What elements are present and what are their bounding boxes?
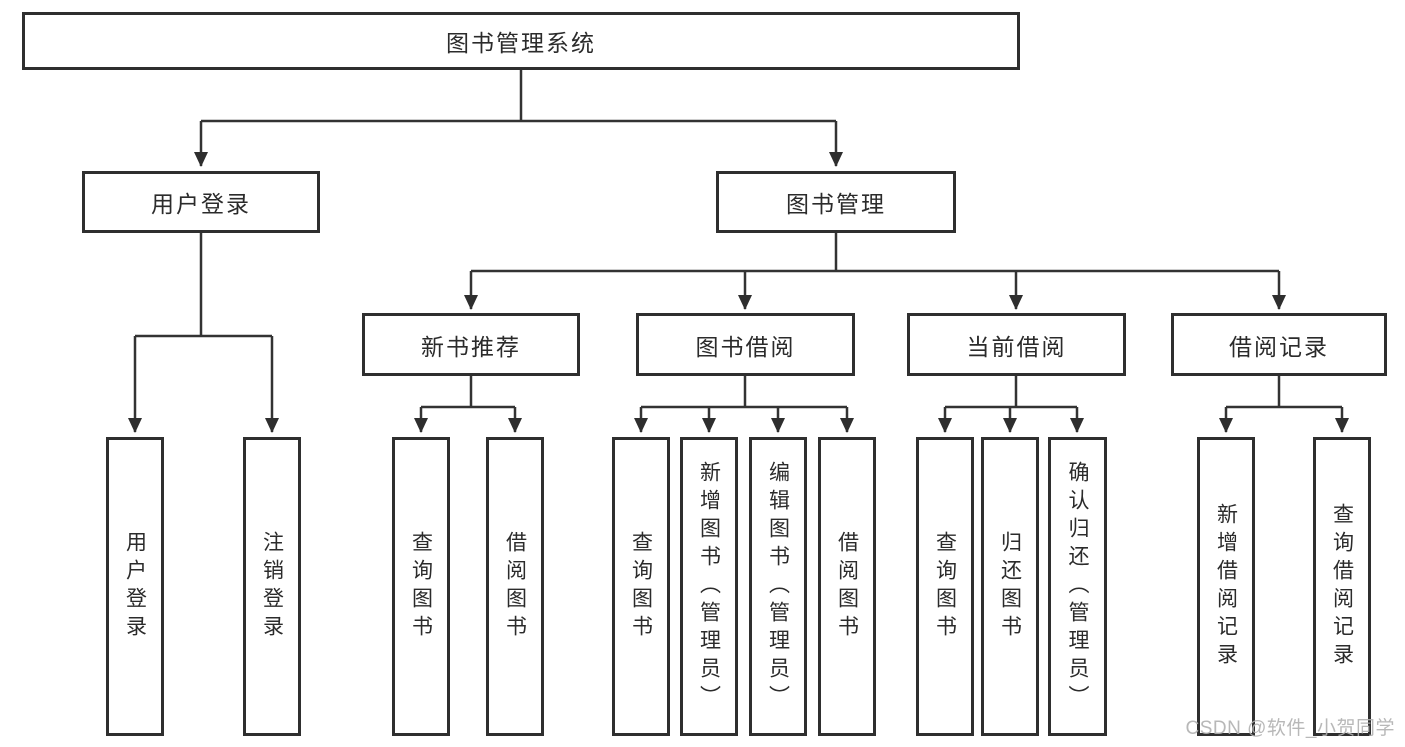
node-current-borrow: 当前借阅 bbox=[907, 313, 1126, 376]
node-book-borrow-label: 图书借阅 bbox=[695, 333, 796, 360]
node-user-login: 用户登录 bbox=[82, 171, 320, 233]
leaf-add-books-admin-label: 新增图书（管理员） bbox=[697, 460, 721, 713]
node-root: 图书管理系统 bbox=[22, 12, 1020, 70]
node-user-login-label: 用户登录 bbox=[151, 191, 251, 217]
leaf-return-books: 归还图书 bbox=[981, 437, 1039, 736]
leaf-return-books-label: 归还图书 bbox=[998, 530, 1022, 643]
node-book-management: 图书管理 bbox=[716, 171, 956, 233]
leaf-user-login: 用户登录 bbox=[106, 437, 164, 736]
node-book-borrow: 图书借阅 bbox=[636, 313, 855, 376]
leaf-borrow-books: 借阅图书 bbox=[818, 437, 876, 736]
leaf-query-books-recommend: 查询图书 bbox=[392, 437, 450, 736]
leaf-confirm-return-admin: 确认归还（管理员） bbox=[1048, 437, 1107, 736]
leaf-logout: 注销登录 bbox=[243, 437, 301, 736]
leaf-logout-label: 注销登录 bbox=[260, 530, 284, 643]
leaf-query-books-current: 查询图书 bbox=[916, 437, 974, 736]
node-new-book-recommend: 新书推荐 bbox=[362, 313, 580, 376]
leaf-add-borrow-record-label: 新增借阅记录 bbox=[1214, 502, 1238, 671]
leaf-query-borrow-record: 查询借阅记录 bbox=[1313, 437, 1371, 736]
leaf-borrow-books-recommend: 借阅图书 bbox=[486, 437, 544, 736]
leaf-edit-books-admin-label: 编辑图书（管理员） bbox=[766, 460, 790, 713]
leaf-borrow-books-recommend-label: 借阅图书 bbox=[503, 530, 527, 643]
node-borrow-records-label: 借阅记录 bbox=[1229, 333, 1329, 360]
leaf-borrow-books-label: 借阅图书 bbox=[835, 530, 859, 643]
node-borrow-records: 借阅记录 bbox=[1171, 313, 1387, 376]
leaf-query-books-borrow-label: 查询图书 bbox=[629, 530, 653, 643]
leaf-add-books-admin: 新增图书（管理员） bbox=[680, 437, 738, 736]
node-current-borrow-label: 当前借阅 bbox=[966, 333, 1067, 360]
node-book-management-label: 图书管理 bbox=[786, 191, 886, 217]
leaf-confirm-return-admin-label: 确认归还（管理员） bbox=[1066, 460, 1089, 713]
leaf-edit-books-admin: 编辑图书（管理员） bbox=[749, 437, 807, 736]
node-root-label: 图书管理系统 bbox=[446, 30, 596, 56]
leaf-user-login-label: 用户登录 bbox=[123, 530, 147, 643]
watermark-text: CSDN @软件_小贺同学 bbox=[1185, 718, 1395, 739]
leaf-query-borrow-record-label: 查询借阅记录 bbox=[1330, 502, 1354, 671]
node-new-book-recommend-label: 新书推荐 bbox=[421, 333, 521, 360]
leaf-query-books-current-label: 查询图书 bbox=[933, 530, 957, 643]
leaf-query-books-borrow: 查询图书 bbox=[612, 437, 670, 736]
leaf-add-borrow-record: 新增借阅记录 bbox=[1197, 437, 1255, 736]
leaf-query-books-recommend-label: 查询图书 bbox=[409, 530, 433, 643]
